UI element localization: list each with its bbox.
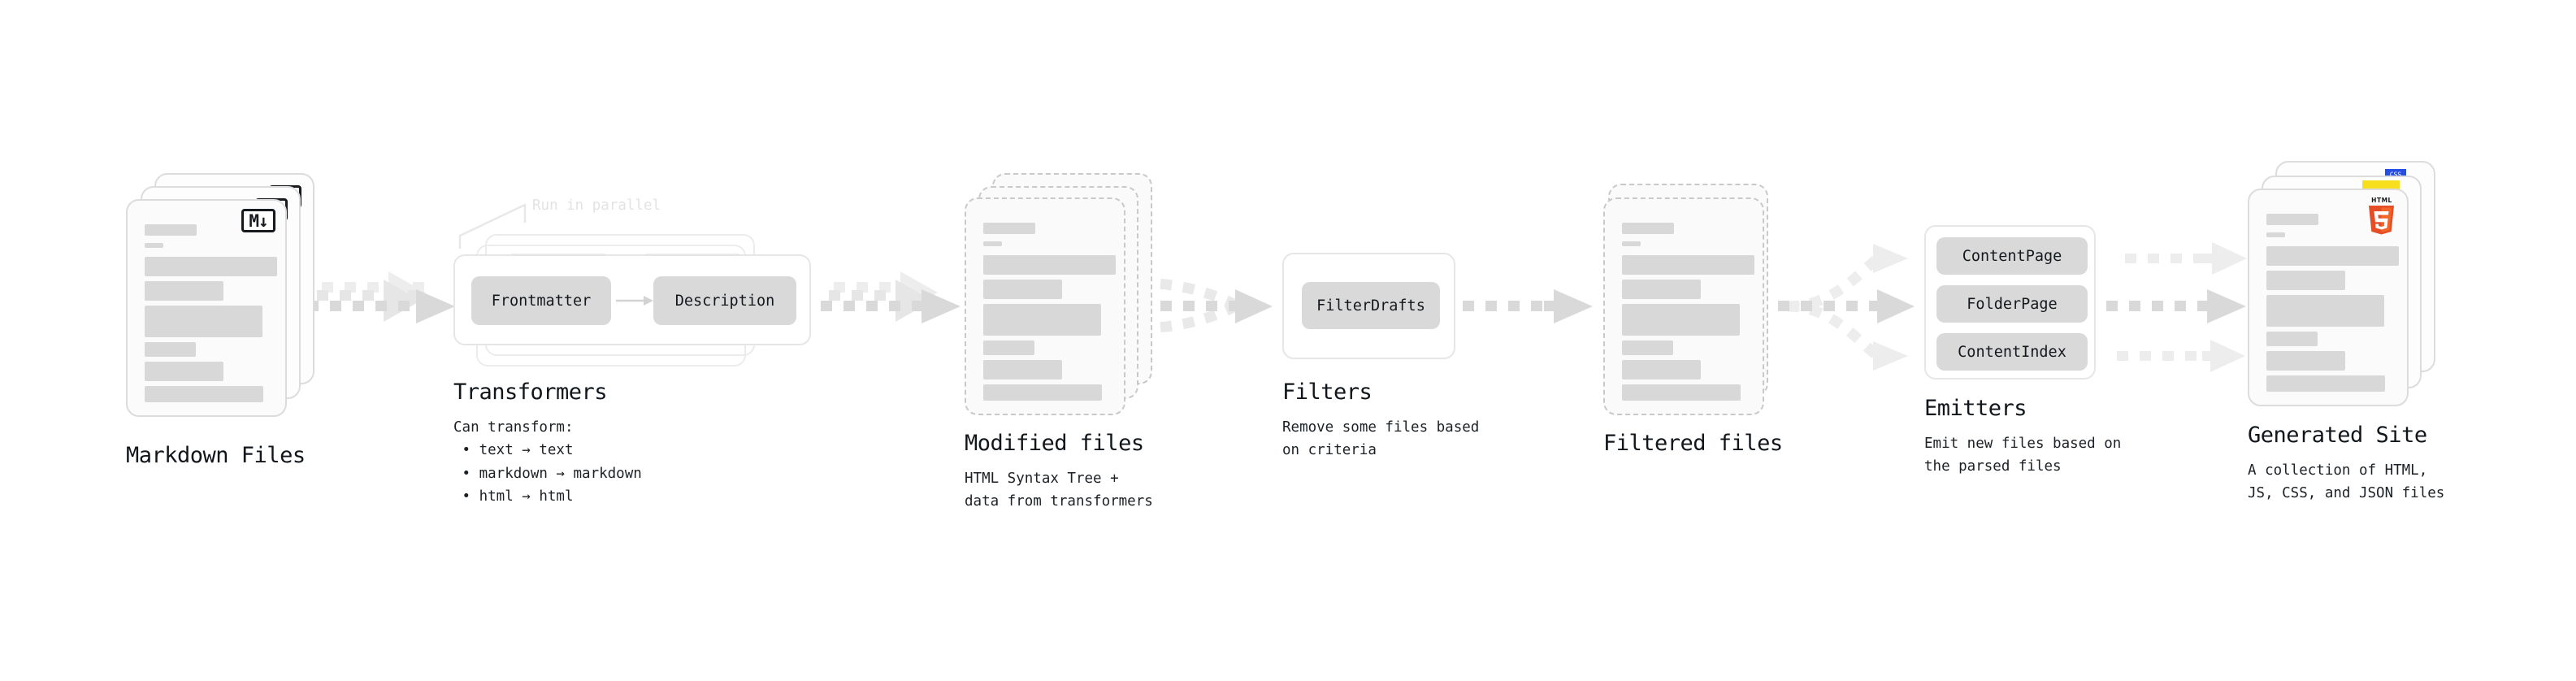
content-bar [1622,280,1701,299]
content-bar [2266,214,2318,225]
stage-label-transformers: Transformers [453,380,608,405]
chip-label: ContentPage [1962,247,2062,265]
stage-caption-emitters: Emit new files based on the parsed files [1924,436,2122,475]
content-bar [145,281,223,301]
arrow-modified-to-filters [1137,277,1273,334]
content-bar [1622,255,1754,275]
transformer-panel-front[interactable]: Frontmatter Description [453,254,811,345]
stage-caption-generated-site: A collection of HTML, JS, CSS, and JSON … [2248,462,2445,502]
arrow-emitters-to-site [2106,242,2247,372]
chip-label: ContentIndex [1958,343,2066,361]
content-bar [2266,332,2318,346]
transformer-node-description[interactable]: Description [653,276,796,325]
content-bar [145,224,197,236]
content-bar [2266,232,2285,237]
svg-text:HTML: HTML [2371,197,2392,204]
stage-label-generated-site: Generated Site [2248,423,2427,448]
modified-card-front [965,197,1125,415]
chip-label: Frontmatter [491,292,592,310]
content-bar [983,280,1062,299]
content-bar [145,306,262,337]
chip-label: Description [674,292,775,310]
content-bar [2266,295,2384,327]
emitter-node-contentindex[interactable]: ContentIndex [1936,333,2088,371]
html5-icon: HTML [2369,197,2394,235]
content-bar [145,243,163,248]
site-card-front: HTML [2248,189,2409,406]
content-bar [983,304,1101,336]
content-bar [1622,241,1641,246]
content-bar [983,340,1034,355]
content-bar [983,223,1035,234]
content-bar [983,255,1116,275]
stage-label-markdown-files: Markdown Files [126,443,306,468]
content-bar [2266,246,2399,266]
arrow-markdown-to-transformers [307,271,455,323]
arrow-transformers-to-modified [821,271,961,323]
arrow-filtered-to-emitters [1778,244,1915,371]
content-bar [2266,271,2345,290]
chip-label: FilterDrafts [1316,297,1425,314]
emitter-node-contentpage[interactable]: ContentPage [1936,237,2088,275]
content-bar [1622,340,1673,355]
stage-caption-transformers: Can transform: • text → text • markdown … [453,419,642,505]
stage-caption-modified-files: HTML Syntax Tree + data from transformer… [965,471,1153,510]
content-bar [145,342,196,357]
transformer-node-frontmatter[interactable]: Frontmatter [471,276,611,325]
content-bar [1622,384,1741,401]
content-bar [145,362,223,381]
content-bar [1622,223,1674,234]
content-bar [2266,351,2345,371]
content-bar [1622,360,1701,380]
run-in-parallel-bracket [458,203,527,249]
stage-label-emitters: Emitters [1924,396,2027,421]
markdown-icon: M↓ [241,209,275,232]
content-bar [983,384,1102,401]
content-bar [145,386,263,402]
arrow-filters-to-filtered [1463,289,1593,323]
svg-text:CSS: CSS [2390,171,2402,179]
stage-label-modified-files: Modified files [965,431,1144,456]
filter-node-filterdrafts[interactable]: FilterDrafts [1302,282,1440,329]
content-bar [983,241,1002,246]
emitters-panel[interactable]: ContentPage FolderPage ContentIndex [1924,225,2096,380]
content-bar [983,360,1062,380]
stage-label-filtered-files: Filtered files [1603,431,1783,456]
filters-panel[interactable]: FilterDrafts [1282,253,1455,359]
chip-label: FolderPage [1967,295,2058,313]
stage-caption-filters: Remove some files based on criteria [1282,419,1480,459]
filtered-card-front [1603,197,1764,415]
content-bar [2266,375,2385,392]
content-bar [1622,304,1740,336]
markdown-card-front: M↓ [126,199,287,417]
stage-label-filters: Filters [1282,380,1373,405]
emitter-node-folderpage[interactable]: FolderPage [1936,285,2088,323]
transformer-inner-arrow [616,296,653,306]
run-in-parallel-label: Run in parallel [532,197,661,214]
content-bar [145,257,277,276]
